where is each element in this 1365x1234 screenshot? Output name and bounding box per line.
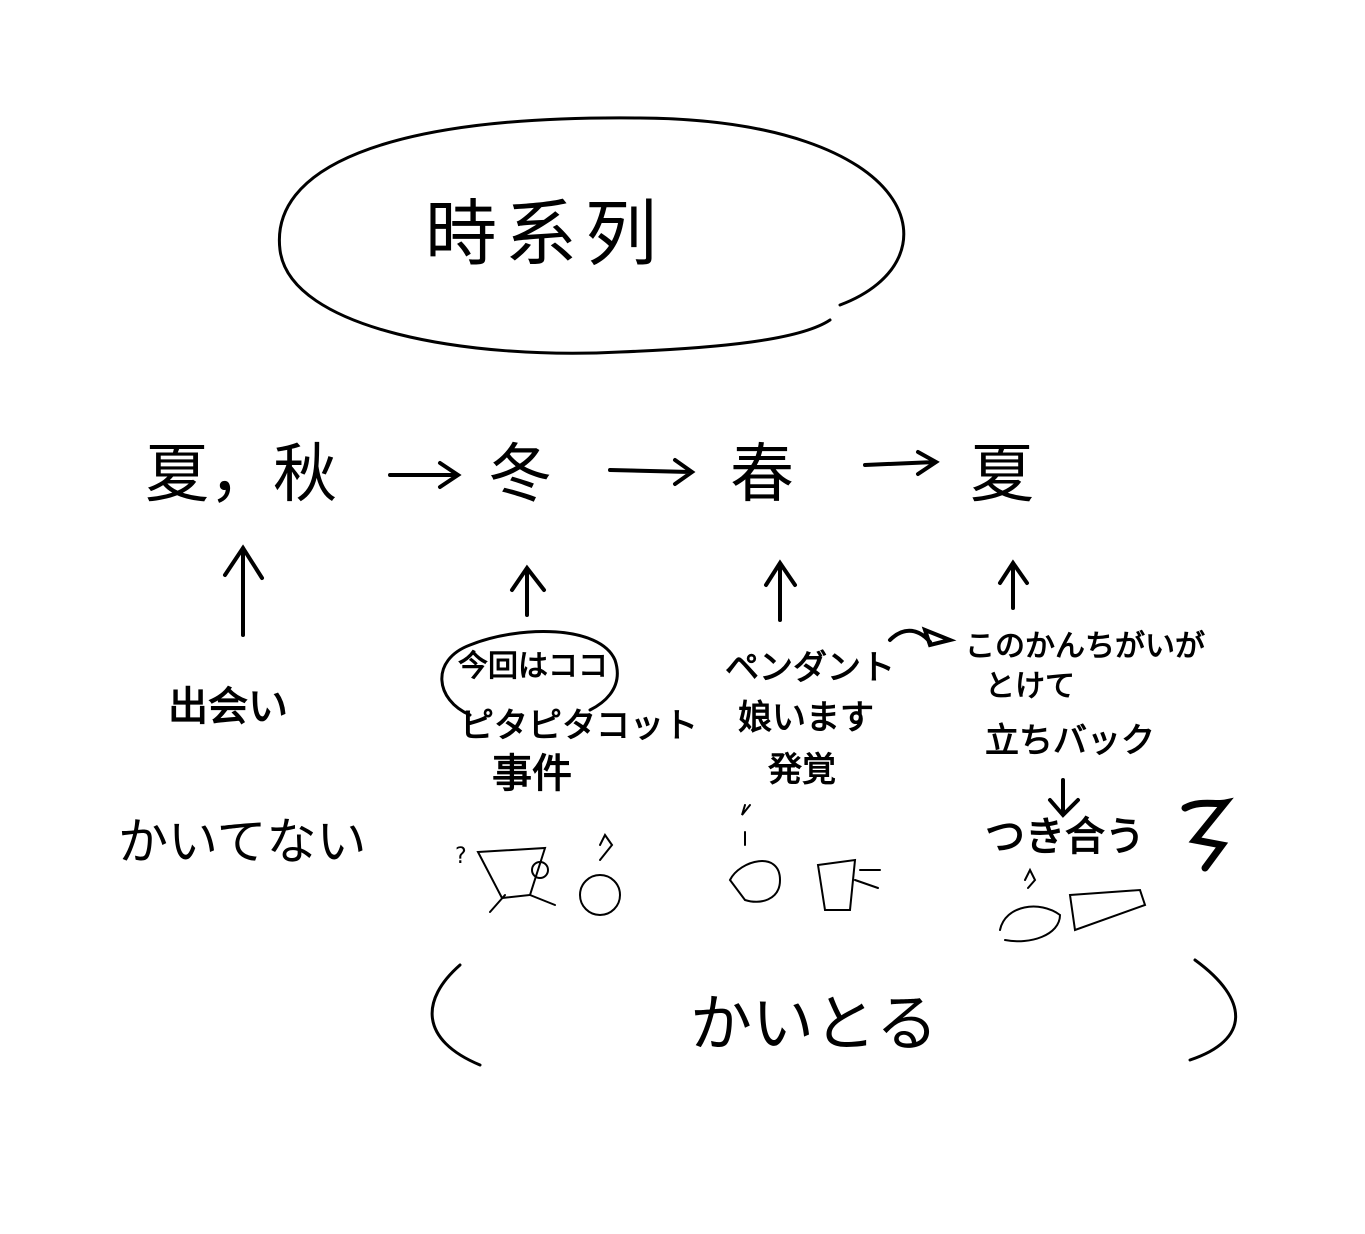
arrow-up-winter [510, 564, 546, 617]
page-title: 時系列 [425, 192, 666, 276]
arrow-autumn-winter [388, 461, 462, 489]
misunderstanding-line-2: とけて [985, 669, 1075, 704]
season-summer-autumn: 夏，秋 [145, 438, 337, 512]
note-meeting: 出会い [168, 684, 288, 730]
arrow-up-spring [764, 559, 797, 622]
season-spring: 春 [730, 438, 794, 512]
arrow-winter-spring [608, 458, 696, 486]
doodle-winter-characters [476, 833, 621, 916]
reveal-line-1: ペンダント [725, 648, 895, 688]
reveal-line-2: 娘います [738, 698, 874, 738]
question-mark: ? [455, 844, 467, 869]
season-summer: 夏 [970, 438, 1034, 512]
arrow-curve-to-summer [888, 626, 957, 648]
note-dating: つき合う [985, 814, 1145, 860]
bracket-right [1188, 958, 1238, 1062]
current-marker: 今回はココ [458, 649, 608, 684]
arrow-up-meeting [223, 544, 264, 637]
arrow-spring-summer [863, 450, 940, 476]
doodle-summer-couple [999, 867, 1147, 943]
note-drawn: かいとる [690, 987, 939, 1060]
arrow-down-dating [1048, 778, 1080, 818]
reveal-line-3: 発覚 [768, 750, 836, 790]
zigzag-mark [1181, 797, 1234, 872]
note-not-drawn: かいてない [118, 813, 367, 871]
title-ellipse [277, 116, 906, 355]
doodle-spring-characters [728, 804, 881, 911]
misunderstanding-line-1: このかんちがいが [965, 629, 1205, 664]
incident-line-2: 事件 [492, 751, 572, 797]
bracket-left [430, 963, 482, 1067]
season-winter: 冬 [488, 438, 552, 512]
incident-line-1: ピタピタコット [460, 706, 698, 746]
marker-bubble [440, 629, 619, 717]
arrow-up-summer [998, 559, 1029, 610]
note-event: 立ちバック [985, 721, 1155, 761]
